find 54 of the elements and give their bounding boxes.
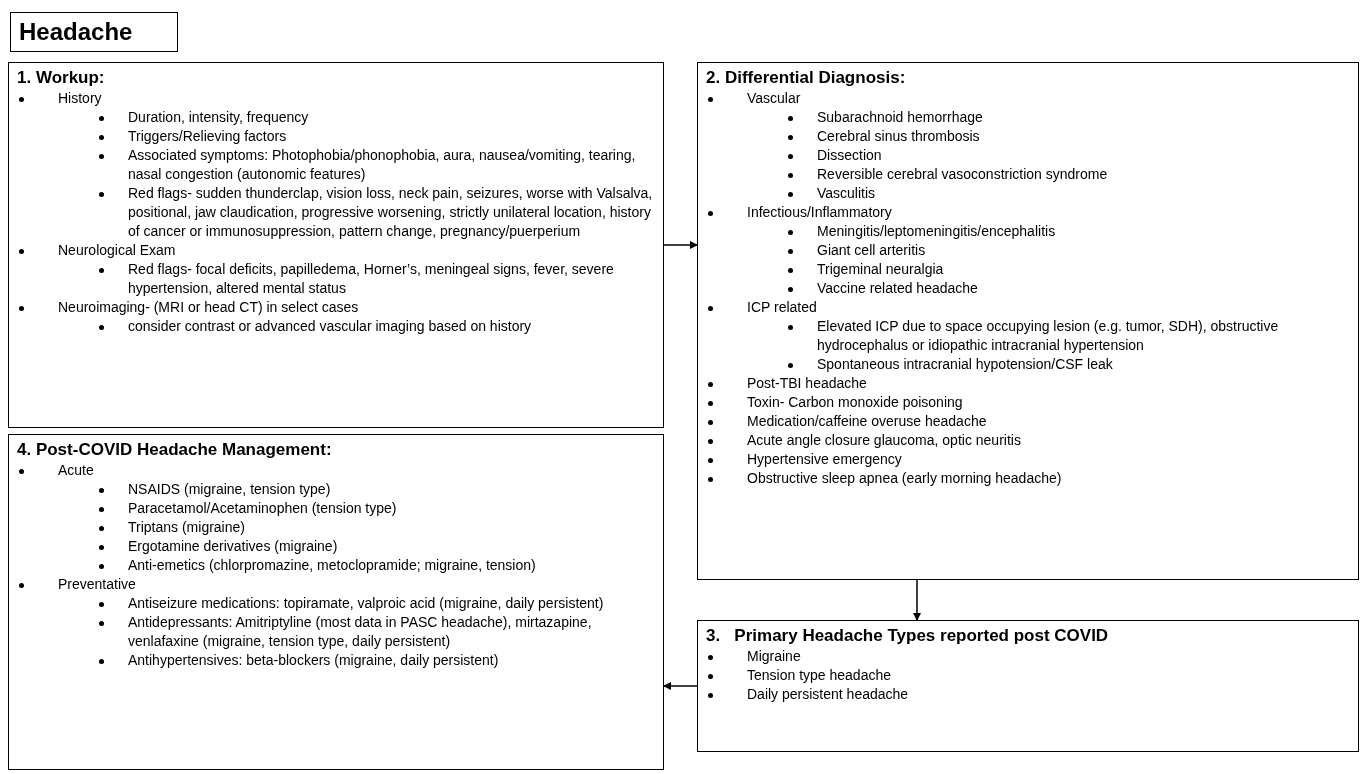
section-box bbox=[8, 434, 664, 770]
list-item-text: Neuroimaging- (MRI or head CT) in select cases bbox=[58, 298, 359, 317]
list-item-text: Post-TBI headache bbox=[747, 374, 867, 393]
list-item-text: Infectious/Inflammatory bbox=[747, 203, 892, 222]
list-item-text: Spontaneous intracranial hypotension/CSF leak bbox=[817, 355, 1113, 374]
list-item-text: Vasculitis bbox=[817, 184, 876, 203]
list-item-text: Ergotamine derivatives (migraine) bbox=[128, 537, 338, 556]
list-item-text: Antiseizure medications: topiramate, valproic acid (migraine, daily persistent) bbox=[128, 594, 604, 613]
arrow bbox=[663, 682, 698, 690]
list-item-text: Meningitis/leptomeningitis/encephalitis bbox=[817, 222, 1056, 241]
list-item-text: Antihypertensives: beta-blockers (migraine, daily persistent) bbox=[128, 651, 499, 670]
list-item-text: Duration, intensity, frequency bbox=[128, 108, 309, 127]
list-item-text: Red flags- focal deficits, papilledema, Horner’s, meningeal signs, fever, severe hypertension, altered mental status bbox=[128, 260, 615, 298]
list-item-text: Dissection bbox=[817, 146, 882, 165]
section-box bbox=[697, 62, 1359, 580]
list-item-text: Hypertensive emergency bbox=[747, 450, 902, 469]
section-box bbox=[8, 62, 664, 428]
arrow bbox=[663, 241, 698, 249]
list-item-text: Cerebral sinus thrombosis bbox=[817, 127, 980, 146]
list-item-text: Vaccine related headache bbox=[817, 279, 978, 298]
list-item-text: Anti-emetics (chlorpromazine, metoclopramide; migraine, tension) bbox=[128, 556, 536, 575]
list-item-text: Migraine bbox=[747, 647, 801, 666]
list-item-text: Triggers/Relieving factors bbox=[128, 127, 287, 146]
list-item-text: NSAIDS (migraine, tension type) bbox=[128, 480, 331, 499]
list-item-text: Daily persistent headache bbox=[747, 685, 909, 704]
arrow bbox=[913, 579, 921, 621]
section-box bbox=[697, 620, 1359, 752]
list-item-text: Red flags- sudden thunderclap, vision loss, neck pain, seizures, worse with Valsalva, positional, jaw claudication, progressive worsening, strictly unilateral location, history of cancer or immunosuppression, pattern change, pregnancy/puerperium bbox=[128, 184, 654, 241]
list-item-text: Paracetamol/Acetaminophen (tension type) bbox=[128, 499, 397, 518]
list-item-text: Giant cell arteritis bbox=[817, 241, 926, 260]
list-item-text: Toxin- Carbon monoxide poisoning bbox=[747, 393, 963, 412]
list-item-text: Antidepressants: Amitriptyline (most data in PASC headache), mirtazapine, venlafaxine (migraine, tension type, daily persistent) bbox=[128, 613, 593, 651]
list-item-text: Trigeminal neuralgia bbox=[817, 260, 944, 279]
list-item-text: ICP related bbox=[747, 298, 817, 317]
section-heading: 3. Primary Headache Types reported post COVID bbox=[706, 625, 1110, 647]
list-item-text: Subarachnoid hemorrhage bbox=[817, 108, 983, 127]
list-item-text: Tension type headache bbox=[747, 666, 891, 685]
section-heading: 2. Differential Diagnosis: bbox=[706, 67, 907, 89]
list-item-text: Acute angle closure glaucoma, optic neuritis bbox=[747, 431, 1021, 450]
list-item-text: History bbox=[58, 89, 102, 108]
section-heading: 1. Workup: bbox=[17, 67, 106, 89]
list-item-text: Reversible cerebral vasoconstriction syndrome bbox=[817, 165, 1108, 184]
title-text: Headache bbox=[19, 17, 133, 47]
list-item-text: Preventative bbox=[58, 575, 136, 594]
list-item-text: Medication/caffeine overuse headache bbox=[747, 412, 987, 431]
list-item-text: Vascular bbox=[747, 89, 801, 108]
list-item-text: Triptans (migraine) bbox=[128, 518, 245, 537]
list-item-text: Acute bbox=[58, 461, 94, 480]
list-item-text: Associated symptoms: Photophobia/phonophobia, aura, nausea/vomiting, tearing, nasal congestion (autonomic features) bbox=[128, 146, 637, 184]
list-item-text: consider contrast or advanced vascular imaging based on history bbox=[128, 317, 532, 336]
section-heading: 4. Post-COVID Headache Management: bbox=[17, 439, 333, 461]
list-item-text: Neurological Exam bbox=[58, 241, 176, 260]
list-item-text: Elevated ICP due to space occupying lesion (e.g. tumor, SDH), obstructive hydrocephalus or idiopathic intracranial hypertension bbox=[817, 317, 1280, 355]
list-item-text: Obstructive sleep apnea (early morning headache) bbox=[747, 469, 1062, 488]
